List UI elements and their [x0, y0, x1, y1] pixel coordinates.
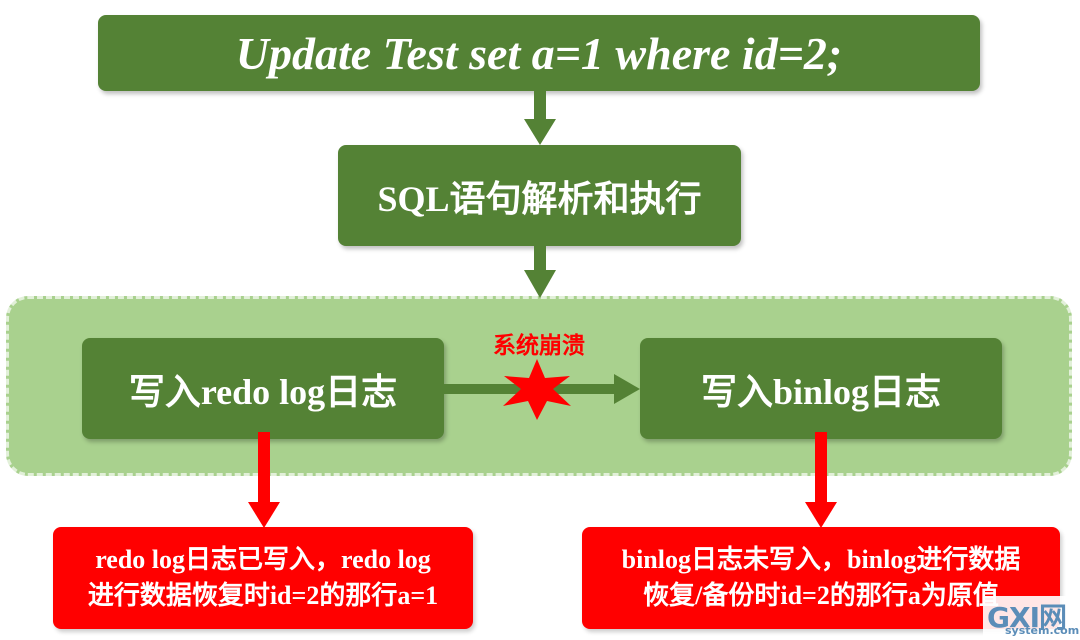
watermark-main: GXI网: [987, 601, 1067, 634]
watermark-logo: GXI网 system.com: [983, 596, 1079, 640]
redo-outcome-note: redo log日志已写入，redo log 进行数据恢复时id=2的那行a=1: [53, 527, 473, 629]
binlog-outcome-line2: 恢复/备份时id=2的那行a为原值: [643, 581, 999, 610]
watermark-sub: system.com: [1005, 624, 1080, 637]
sql-statement-text: Update Test set a=1 where id=2;: [235, 27, 843, 79]
arrow-sql-to-parse: [524, 91, 556, 145]
arrow-parse-to-region: [524, 246, 556, 298]
redo-log-box: 写入redo log日志: [82, 338, 444, 439]
parse-execute-text: SQL语句解析和执行: [377, 178, 702, 219]
sql-statement-box: Update Test set a=1 where id=2;: [98, 15, 980, 91]
parse-execute-box: SQL语句解析和执行: [338, 145, 741, 246]
binlog-outcome-note: binlog日志未写入，binlog进行数据 恢复/备份时id=2的那行a为原值: [582, 527, 1060, 629]
redo-log-text: 写入redo log日志: [128, 371, 398, 412]
binlog-box: 写入binlog日志: [640, 338, 1002, 439]
binlog-outcome-line1: binlog日志未写入，binlog进行数据: [621, 545, 1021, 574]
binlog-text: 写入binlog日志: [700, 371, 942, 412]
system-crash-label: 系统崩溃: [493, 333, 585, 358]
redo-outcome-line2: 进行数据恢复时id=2的那行a=1: [87, 581, 439, 610]
redo-outcome-line1: redo log日志已写入，redo log: [95, 545, 431, 574]
